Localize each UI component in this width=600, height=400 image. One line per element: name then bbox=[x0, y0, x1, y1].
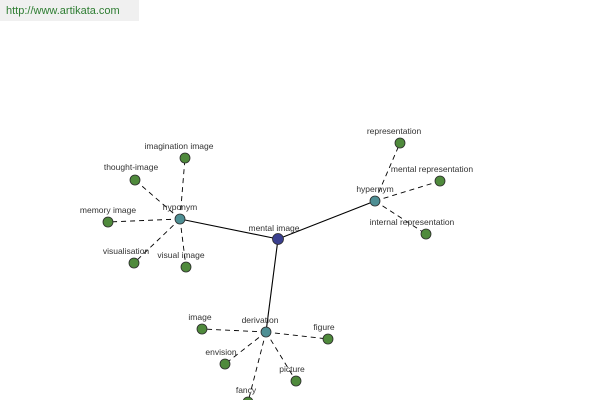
source-banner: http://www.artikata.com bbox=[0, 0, 139, 21]
node-label-internal-representation: internal representation bbox=[370, 217, 455, 227]
node-label-mental-representation: mental representation bbox=[391, 164, 473, 174]
edge-mental-image-to-hypernym bbox=[277, 200, 376, 240]
node-circle-internal-representation[interactable] bbox=[420, 228, 432, 240]
node-image[interactable]: image bbox=[188, 312, 212, 335]
edge-derivation-to-image bbox=[201, 328, 267, 333]
node-circle-derivation[interactable] bbox=[260, 326, 272, 338]
node-envision[interactable]: envision bbox=[205, 347, 237, 370]
edge-mental-image-to-derivation bbox=[265, 238, 279, 333]
node-circle-imagination-image[interactable] bbox=[179, 152, 191, 164]
node-label-picture: picture bbox=[279, 364, 305, 374]
edges-layer bbox=[107, 142, 441, 400]
node-circle-picture[interactable] bbox=[290, 375, 302, 387]
node-memory-image[interactable]: memory image bbox=[80, 205, 136, 228]
node-circle-visualisation[interactable] bbox=[128, 257, 140, 269]
node-label-hyponym: hyponym bbox=[163, 202, 198, 212]
node-hypernym[interactable]: hypernym bbox=[356, 184, 394, 207]
node-circle-thought-image[interactable] bbox=[129, 174, 141, 186]
node-hyponym[interactable]: hyponym bbox=[163, 202, 198, 225]
node-circle-figure[interactable] bbox=[322, 333, 334, 345]
source-link[interactable]: http://www.artikata.com bbox=[6, 5, 120, 17]
node-circle-image[interactable] bbox=[196, 323, 208, 335]
node-circle-mental-image[interactable] bbox=[272, 233, 284, 245]
edge-hyponym-to-thought-image bbox=[134, 179, 181, 220]
node-visual-image[interactable]: visual image bbox=[157, 250, 205, 273]
node-circle-hyponym[interactable] bbox=[174, 213, 186, 225]
node-mental-representation[interactable]: mental representation bbox=[391, 164, 473, 187]
node-circle-envision[interactable] bbox=[219, 358, 231, 370]
nodes-layer: mental image hyponym hypernym derivation ima… bbox=[80, 126, 473, 400]
node-label-visualisation: visualisation bbox=[103, 246, 150, 256]
node-label-figure: figure bbox=[313, 322, 335, 332]
node-circle-fancy[interactable] bbox=[242, 396, 254, 400]
node-mental-image[interactable]: mental image bbox=[248, 223, 300, 245]
edge-hypernym-to-representation bbox=[374, 142, 401, 202]
node-figure[interactable]: figure bbox=[313, 322, 335, 345]
node-circle-visual-image[interactable] bbox=[180, 261, 192, 273]
edge-derivation-to-figure bbox=[265, 331, 329, 340]
edge-hyponym-to-visualisation bbox=[133, 218, 181, 264]
node-circle-memory-image[interactable] bbox=[102, 216, 114, 228]
node-fancy[interactable]: fancy bbox=[236, 385, 257, 400]
node-internal-representation[interactable]: internal representation bbox=[370, 217, 455, 240]
node-circle-representation[interactable] bbox=[394, 137, 406, 149]
node-label-mental-image: mental image bbox=[248, 223, 299, 233]
node-picture[interactable]: picture bbox=[279, 364, 305, 387]
node-label-hypernym: hypernym bbox=[356, 184, 393, 194]
node-visualisation[interactable]: visualisation bbox=[103, 246, 150, 269]
edge-hyponym-to-memory-image bbox=[107, 218, 181, 223]
node-label-memory-image: memory image bbox=[80, 205, 136, 215]
node-imagination-image[interactable]: imagination image bbox=[145, 141, 214, 164]
node-label-derivation: derivation bbox=[242, 315, 279, 325]
node-label-imagination-image: imagination image bbox=[145, 141, 214, 151]
edge-hypernym-to-internal-representation bbox=[374, 200, 427, 235]
node-circle-hypernym[interactable] bbox=[369, 195, 381, 207]
edge-derivation-to-fancy bbox=[248, 331, 267, 400]
edge-hyponym-to-visual-image bbox=[179, 218, 187, 268]
node-circle-mental-representation[interactable] bbox=[434, 175, 446, 187]
node-thought-image[interactable]: thought-image bbox=[104, 162, 159, 186]
edge-hyponym-to-imagination-image bbox=[179, 157, 186, 220]
node-label-thought-image: thought-image bbox=[104, 162, 159, 172]
node-label-visual-image: visual image bbox=[157, 250, 205, 260]
node-derivation[interactable]: derivation bbox=[242, 315, 279, 338]
edge-hypernym-to-mental-representation bbox=[374, 180, 441, 202]
edge-mental-image-to-hyponym bbox=[179, 218, 279, 240]
node-label-image: image bbox=[188, 312, 211, 322]
edge-derivation-to-picture bbox=[265, 331, 297, 382]
node-label-envision: envision bbox=[205, 347, 236, 357]
node-representation[interactable]: representation bbox=[367, 126, 422, 149]
node-label-fancy: fancy bbox=[236, 385, 257, 395]
node-label-representation: representation bbox=[367, 126, 422, 136]
